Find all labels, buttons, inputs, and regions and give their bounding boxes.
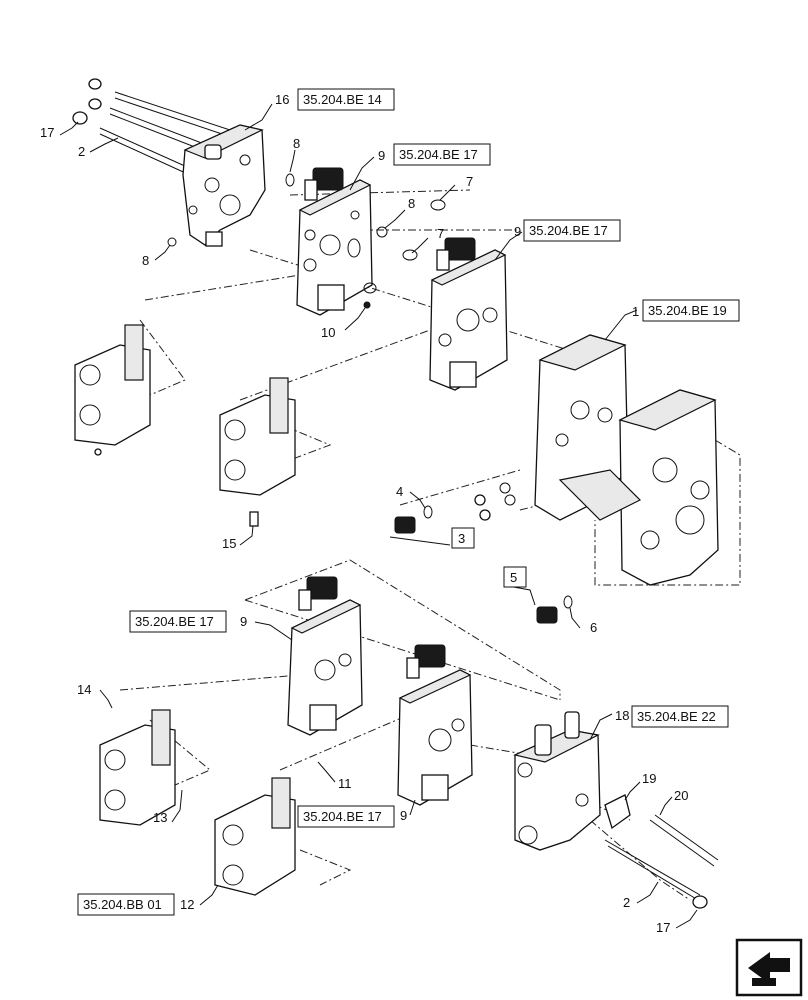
callout-6: 6 <box>590 620 597 635</box>
callout-7-a: 7 <box>466 174 473 189</box>
callout-2-a: 2 <box>78 144 85 159</box>
main-body-1 <box>534 334 719 586</box>
valve-section-9-upper <box>296 167 373 316</box>
boxed-callout-3: 3 <box>451 527 475 549</box>
ref-9-b: 35.204.BE 17 <box>529 223 608 238</box>
callout-7-b: 7 <box>437 226 444 241</box>
callout-10: 10 <box>321 325 335 340</box>
callout-labels: 16 9 9 1 17 2 8 8 8 7 7 10 4 15 6 9 14 1… <box>40 92 688 935</box>
end-cover-18 <box>513 711 631 851</box>
callout-9-a: 9 <box>378 148 385 163</box>
callout-8-b: 8 <box>408 196 415 211</box>
callout-20: 20 <box>674 788 688 803</box>
valve-section-9-lower-left <box>287 576 363 736</box>
ref-18: 35.204.BE 22 <box>637 709 716 724</box>
callout-9-d: 9 <box>400 808 407 823</box>
ref-12: 35.204.BB 01 <box>83 897 162 912</box>
work-port-block-lower <box>99 709 176 826</box>
ref-9-d: 35.204.BE 17 <box>303 809 382 824</box>
tie-rods-lower <box>604 814 719 909</box>
valve-section-9-lower-right <box>397 644 473 806</box>
ref-9-c: 35.204.BE 17 <box>135 614 214 629</box>
callout-18: 18 <box>615 708 629 723</box>
valve-section-9-right <box>429 237 508 391</box>
callout-17-b: 17 <box>656 920 670 935</box>
end-plate-16 <box>72 78 266 247</box>
o-rings <box>167 173 446 309</box>
port-block-12 <box>214 777 296 896</box>
callout-16: 16 <box>275 92 289 107</box>
callout-8-a: 8 <box>293 136 300 151</box>
plug-parts <box>394 482 573 624</box>
callout-11: 11 <box>338 776 352 791</box>
work-port-block-upper <box>74 324 151 456</box>
ref-9-a: 35.204.BE 17 <box>399 147 478 162</box>
callout-4: 4 <box>396 484 403 499</box>
callout-17-a: 17 <box>40 125 54 140</box>
callout-3: 3 <box>458 531 465 546</box>
callout-2-b: 2 <box>623 895 630 910</box>
ref-16: 35.204.BE 14 <box>303 92 382 107</box>
callout-14: 14 <box>77 682 91 697</box>
boxed-callout-5: 5 <box>503 566 527 588</box>
callout-19: 19 <box>642 771 656 786</box>
next-page-arrow-icon[interactable] <box>735 938 803 997</box>
callout-5: 5 <box>510 570 517 585</box>
callout-12: 12 <box>180 897 194 912</box>
reference-boxes: 35.204.BE 14 35.204.BE 17 35.204.BE 17 3… <box>77 88 740 916</box>
callout-1: 1 <box>632 304 639 319</box>
ref-1: 35.204.BE 19 <box>648 303 727 318</box>
callout-9-b: 9 <box>514 224 521 239</box>
callout-13: 13 <box>153 810 167 825</box>
callout-15: 15 <box>222 536 236 551</box>
callout-9-c: 9 <box>240 614 247 629</box>
work-port-block-middle <box>219 377 296 527</box>
callout-8-c: 8 <box>142 253 149 268</box>
